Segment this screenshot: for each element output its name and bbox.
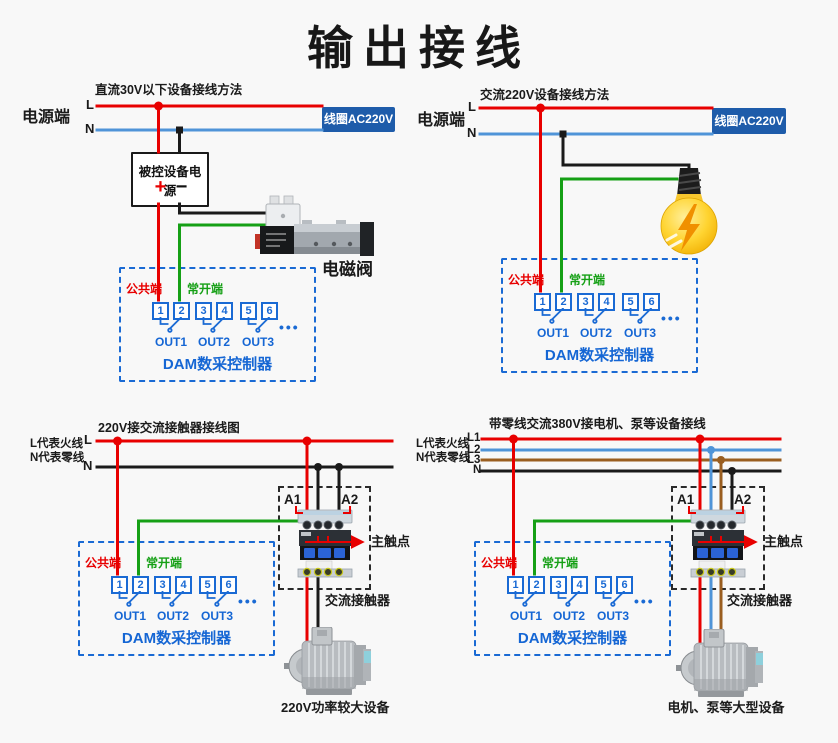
terminal-1: 1 [534,293,551,311]
out2-label: OUT2 [156,609,189,623]
dam-controller-ac: 公共端 常开端 1 2 3 4 5 6 OUT1 OUT2 OUT3 ••• D… [501,258,698,373]
terminal-2: 2 [132,576,149,594]
c220-a1-label: A1 [284,492,302,507]
out3-label: OUT3 [200,609,233,623]
terminal-6: 6 [220,576,237,594]
out3-label: OUT3 [241,335,274,349]
normally-open-label: 常开端 [569,273,606,287]
out1-label: OUT1 [154,335,187,349]
page-title: 输出接线 [307,22,531,74]
c380-contactor-label: 交流接触器 [727,593,793,608]
more-outputs-dots: ••• [661,310,682,326]
dc-line-l-label: L [86,97,94,112]
solenoid-valve [255,195,374,256]
dc-diagram-title: 直流30V以下设备接线方法 [95,83,243,97]
out1-label: OUT1 [113,609,146,623]
normally-open-label: 常开端 [187,282,224,296]
c220-line-l-label: L [84,432,92,447]
out2-label: OUT2 [197,335,230,349]
c380-line-l3-label: L3 [467,454,481,466]
dam-controller-dc: 公共端 常开端 1 2 3 4 5 6 OUT1 OUT2 OUT3 ••• D… [119,267,316,382]
common-terminal-label: 公共端 [508,273,545,287]
motor-380 [676,629,763,697]
common-terminal-label: 公共端 [126,282,163,296]
c380-a1-label: A1 [677,492,695,507]
normally-open-label: 常开端 [146,556,183,570]
out2-label: OUT2 [552,609,585,623]
dam-controller-220: 公共端 常开端 1 2 3 4 5 6 OUT1 OUT2 OUT3 ••• D… [78,541,275,656]
c380-line-l1-label: L1 [467,432,481,444]
dam-controller-name: DAM数采控制器 [544,347,655,364]
common-terminal-label: 公共端 [85,556,122,570]
c220-line-n-label: N [83,458,93,473]
relay-switch-symbols [159,317,271,333]
c380-line-l2-label: L2 [467,444,481,456]
out3-label: OUT3 [623,326,656,340]
light-bulb [660,168,718,255]
c380-device-label: 电机、泵等大型设备 [667,700,785,715]
out1-label: OUT1 [536,326,569,340]
terminal-6: 6 [261,302,278,320]
relay-switch-symbols [118,591,230,607]
ac-diagram-title: 交流220V设备接线方法 [480,88,610,102]
controlled-device-power-box: 被控设备电源 + − [131,152,209,207]
c380-live-note: L代表火线 [416,438,470,450]
out2-label: OUT2 [579,326,612,340]
terminal-2: 2 [555,293,572,311]
terminal-4: 4 [216,302,233,320]
motor-220 [284,627,371,695]
c220-neutral-note: N代表零线 [30,452,85,464]
dc-power-side-label: 电源端 [22,109,71,126]
terminal-4: 4 [571,576,588,594]
normally-open-label: 常开端 [542,556,579,570]
terminal-2: 2 [528,576,545,594]
terminal-6: 6 [643,293,660,311]
controlled-device-power-label: 被控设备电源 [138,165,202,198]
ac-power-side-label: 电源端 [417,112,466,129]
coil-ac220v-box-ac: 线圈AC220V [712,108,786,134]
solenoid-valve-label: 电磁阀 [322,260,373,279]
c220-a2-label: A2 [341,492,359,507]
terminal-2: 2 [173,302,190,320]
more-outputs-dots: ••• [238,593,259,609]
coil-ac220v-box-dc: 线圈AC220V [322,107,395,132]
c220-main-contact-label: 主触点 [371,534,411,549]
terminal-3: 3 [195,302,212,320]
dam-controller-380: 公共端 常开端 1 2 3 4 5 6 OUT1 OUT2 OUT3 ••• D… [474,541,671,656]
c220-diagram-title: 220V接交流接触器接线图 [98,421,240,435]
more-outputs-dots: ••• [634,593,655,609]
out1-label: OUT1 [509,609,542,623]
relay-switch-symbols [541,308,653,324]
dam-controller-name: DAM数采控制器 [517,630,628,647]
c380-neutral-note: N代表零线 [416,452,471,464]
minus-terminal: − [175,176,188,198]
ac-line-n-label: N [467,125,477,140]
c380-line-n-label: N [473,464,482,476]
c220-device-label: 220V功率较大设备 [281,700,390,715]
plus-terminal: + [154,176,167,198]
out3-label: OUT3 [596,609,629,623]
c380-main-contact-label: 主触点 [764,534,804,549]
c220-live-note: L代表火线 [30,438,84,450]
dc-line-n-label: N [85,121,95,136]
more-outputs-dots: ••• [279,319,300,335]
c380-diagram-title: 带零线交流380V接电机、泵等设备接线 [489,417,706,431]
c380-a2-label: A2 [734,492,752,507]
terminal-4: 4 [175,576,192,594]
terminal-4: 4 [598,293,615,311]
c220-contactor-label: 交流接触器 [325,593,391,608]
terminal-6: 6 [616,576,633,594]
ac-line-l-label: L [468,99,476,114]
dam-controller-name: DAM数采控制器 [162,356,273,373]
common-terminal-label: 公共端 [481,556,518,570]
relay-switch-symbols [514,591,626,607]
dam-controller-name: DAM数采控制器 [121,630,232,647]
